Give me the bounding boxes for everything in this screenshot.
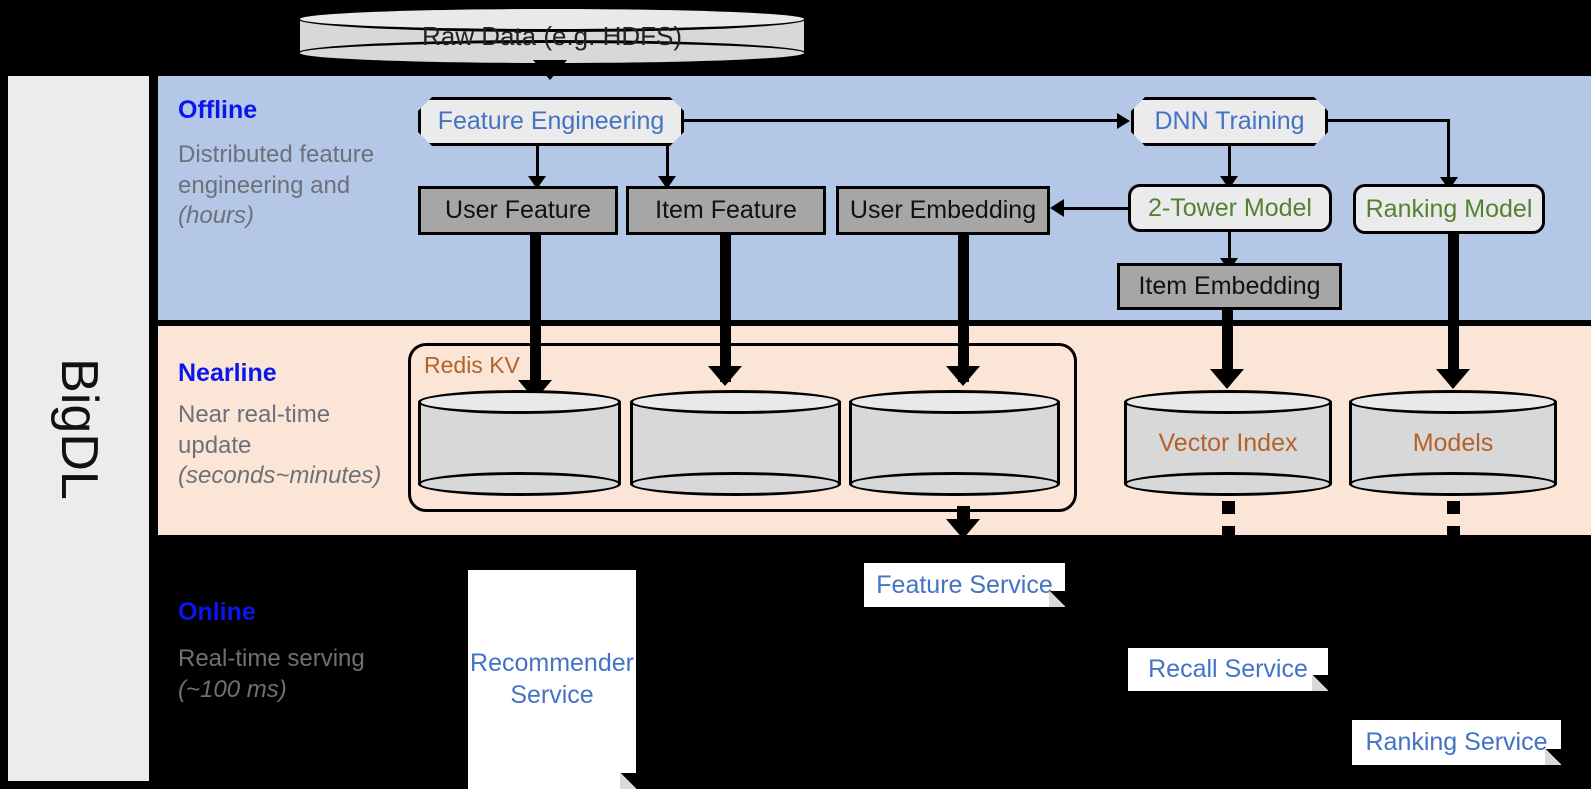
store-vector-index[interactable]: Vector Index: [1124, 390, 1332, 496]
platform-rail: BigDL: [8, 76, 149, 781]
connector-fe-dnn: [684, 119, 1118, 122]
arrowhead-userembedding-store: [946, 366, 980, 386]
band-subtitle-offline-em: (hours): [178, 202, 255, 230]
node-two-tower-model[interactable]: 2-Tower Model: [1128, 184, 1332, 232]
raw-data-label: Raw Data (e.g. HDFS): [421, 20, 683, 51]
node-user-feature-label: User Feature: [445, 196, 591, 224]
arrowhead-itemembedding-vectorindex: [1210, 369, 1244, 389]
dash-vectorindex-recall-2: [1222, 526, 1235, 539]
node-item-embedding[interactable]: Item Embedding: [1117, 263, 1342, 310]
connector-dnn-twotower: [1228, 146, 1231, 180]
store-models-body: [1349, 401, 1557, 485]
pipe-userembedding-store: [958, 234, 969, 382]
band-subtitle-offline-text: Distributed feature engineering and: [178, 141, 375, 199]
store-vector-index-label: Vector Index: [1158, 428, 1298, 457]
arrowhead-fe-itemfeature: [658, 176, 676, 189]
node-feature-engineering-label: Feature Engineering: [437, 107, 665, 135]
arrowhead-rawdata-fe: [533, 60, 567, 80]
node-user-embedding-label: User Embedding: [849, 196, 1037, 224]
node-two-tower-model-label: 2-Tower Model: [1148, 193, 1312, 222]
arrowhead-fe-userfeature: [528, 176, 546, 189]
node-ranking-model[interactable]: Ranking Model: [1353, 184, 1545, 234]
raw-data-top: [297, 6, 807, 32]
service-ranking-label: Ranking Service: [1365, 728, 1548, 756]
store-user-embedding[interactable]: [849, 390, 1060, 496]
band-subtitle-nearline: Near real-time update (seconds~minutes): [178, 400, 410, 492]
store-user-embedding-bottom: [849, 472, 1060, 496]
container-redis-kv: [408, 343, 1077, 512]
pipe-userfeature-store: [530, 234, 541, 396]
node-item-embedding-label: Item Embedding: [1138, 272, 1321, 300]
node-feature-engineering[interactable]: Feature Engineering: [418, 97, 684, 146]
service-ranking[interactable]: Ranking Service: [1352, 720, 1561, 765]
service-recommender-label: Recommender Service: [470, 649, 634, 709]
band-subtitle-online: Real-time serving (~100 ms): [178, 644, 378, 705]
node-dnn-training-label: DNN Training: [1154, 107, 1305, 135]
node-ranking-model-label: Ranking Model: [1365, 194, 1533, 223]
connector-dnn-ranking-h: [1328, 119, 1450, 122]
node-user-feature[interactable]: User Feature: [418, 186, 618, 235]
store-models[interactable]: Models: [1349, 390, 1557, 496]
store-user-feature-bottom: [418, 472, 621, 496]
arrowhead-rankingmodel-models: [1436, 369, 1470, 389]
arrowhead-redis-featureservice: [946, 519, 980, 539]
band-title-nearline: Nearline: [178, 359, 277, 387]
raw-data-store[interactable]: Raw Data (e.g. HDFS): [297, 6, 807, 66]
service-feature-label: Feature Service: [876, 570, 1053, 599]
store-item-feature[interactable]: [630, 390, 841, 496]
band-subtitle-nearline-text: Near real-time update: [178, 401, 331, 459]
pipe-itemembedding-vectorindex: [1222, 309, 1233, 381]
service-recall-label: Recall Service: [1148, 655, 1308, 683]
band-title-online: Online: [178, 598, 256, 626]
store-models-label: Models: [1412, 428, 1494, 457]
platform-name: BigDL: [49, 357, 108, 500]
dash-models-ranking-1: [1447, 501, 1460, 514]
node-item-feature[interactable]: Item Feature: [626, 186, 826, 235]
connector-fe-userfeature: [536, 146, 539, 179]
store-vector-index-top: [1124, 390, 1332, 414]
store-user-embedding-body: [849, 401, 1060, 485]
pipe-rankingmodel-models: [1448, 232, 1459, 382]
band-subtitle-online-em: (~100 ms): [178, 675, 287, 703]
service-feature[interactable]: Feature Service: [864, 563, 1065, 607]
connector-dnn-ranking-v: [1447, 119, 1450, 181]
dash-vectorindex-recall-1: [1222, 501, 1235, 514]
dash-models-ranking-2: [1447, 526, 1460, 539]
store-vector-index-body: [1124, 401, 1332, 485]
store-user-embedding-top: [849, 390, 1060, 414]
dash-redis-featureservice-1: [957, 506, 970, 519]
store-models-bottom: [1349, 472, 1557, 496]
store-user-embedding-label: [849, 390, 1060, 496]
store-user-feature-label: [418, 390, 621, 496]
store-user-feature-top: [418, 390, 621, 414]
store-item-feature-body: [630, 401, 841, 485]
arrowhead-twotower-userembedding: [1050, 199, 1064, 217]
pipe-itemfeature-store: [720, 234, 731, 382]
band-subtitle-offline: Distributed feature engineering and (hou…: [178, 140, 393, 232]
store-models-top: [1349, 390, 1557, 414]
arrowhead-fe-dnn: [1117, 113, 1130, 129]
node-item-feature-label: Item Feature: [655, 196, 797, 224]
store-vector-index-bottom: [1124, 472, 1332, 496]
store-user-feature-body: [418, 401, 621, 485]
service-recall[interactable]: Recall Service: [1128, 648, 1328, 691]
store-item-feature-bottom: [630, 472, 841, 496]
band-subtitle-nearline-em: (seconds~minutes): [178, 462, 382, 490]
connector-fe-itemfeature: [666, 146, 669, 179]
node-dnn-training[interactable]: DNN Training: [1131, 97, 1328, 146]
service-recommender[interactable]: Recommender Service: [468, 570, 636, 789]
arrowhead-itemfeature-store: [708, 366, 742, 386]
band-subtitle-online-text: Real-time serving: [178, 645, 365, 672]
connector-twotower-itemembedding: [1228, 232, 1231, 262]
band-title-offline: Offline: [178, 96, 258, 124]
connector-twotower-userembedding: [1064, 207, 1130, 210]
node-user-embedding[interactable]: User Embedding: [836, 186, 1050, 235]
container-redis-kv-label: Redis KV: [424, 352, 520, 378]
store-item-feature-label: [630, 390, 841, 496]
store-user-feature[interactable]: [418, 390, 621, 496]
store-item-feature-top: [630, 390, 841, 414]
